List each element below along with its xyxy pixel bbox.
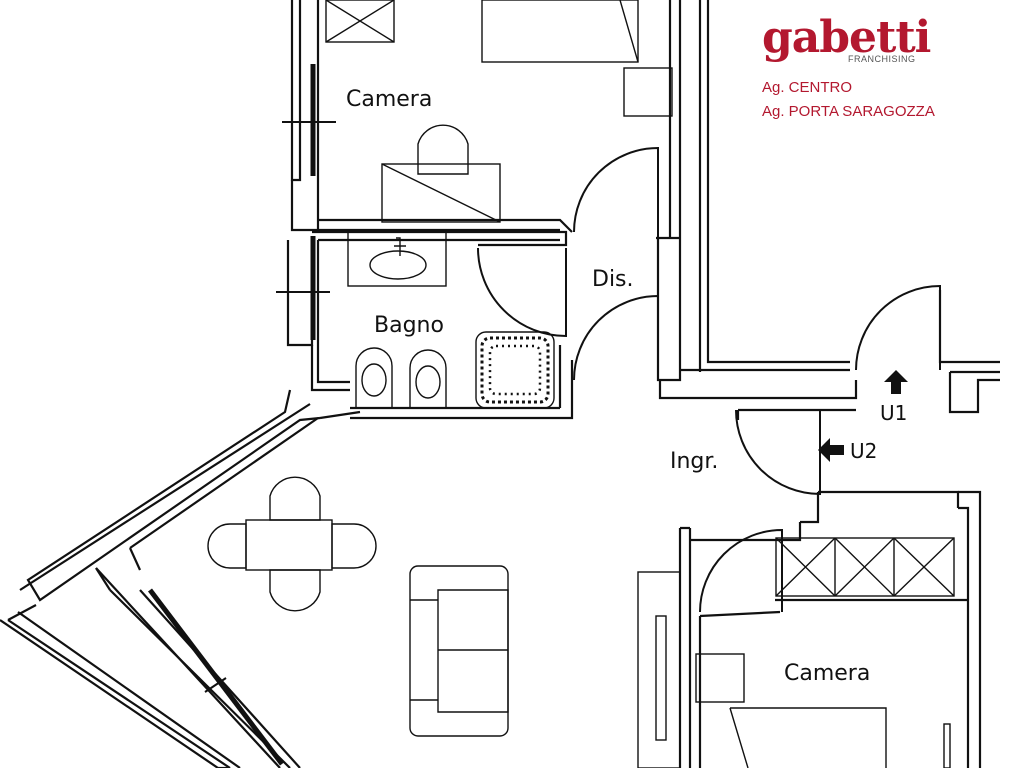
up-arrow-icon bbox=[884, 370, 908, 394]
label-camera-bottom: Camera bbox=[784, 661, 870, 686]
label-camera-top: Camera bbox=[346, 87, 432, 112]
logo-brand: gabetti bbox=[762, 12, 931, 63]
window-ticks bbox=[204, 121, 336, 693]
top-bedroom-furniture bbox=[325, 0, 673, 223]
label-bagno: Bagno bbox=[374, 313, 444, 338]
label-u1: U1 bbox=[880, 401, 907, 425]
bathroom-fixtures bbox=[347, 231, 555, 409]
left-arrow-icon bbox=[818, 438, 844, 462]
doors bbox=[477, 146, 941, 613]
agency-logo: gabetti FRANCHISING Ag. CENTRO Ag. PORTA… bbox=[762, 12, 935, 120]
window-marks bbox=[148, 64, 316, 766]
exit-arrows bbox=[818, 370, 908, 462]
label-ingr: Ingr. bbox=[670, 449, 718, 474]
living-room-furniture bbox=[207, 476, 509, 737]
logo-sub: FRANCHISING bbox=[848, 54, 916, 64]
logo-agency-porta-saragozza: Ag. PORTA SARAGOZZA bbox=[762, 103, 935, 120]
label-u2: U2 bbox=[850, 439, 877, 463]
bottom-bedroom-furniture bbox=[637, 537, 955, 768]
logo-agency-centro: Ag. CENTRO bbox=[762, 79, 852, 96]
label-dis: Dis. bbox=[592, 267, 634, 292]
walls bbox=[0, 0, 1000, 768]
